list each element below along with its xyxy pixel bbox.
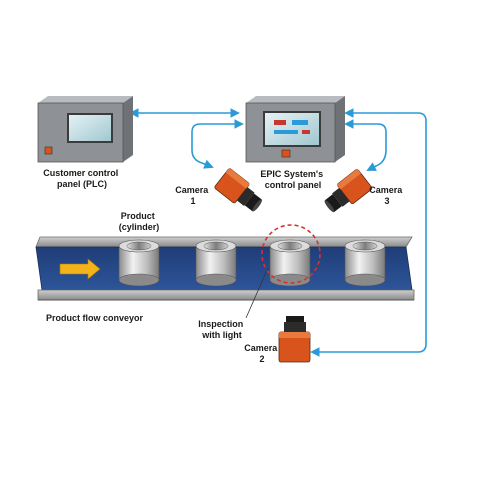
product-cylinder-3 <box>269 239 311 287</box>
epic-panel-label: EPIC System's control panel <box>260 169 325 190</box>
customer-panel-label: Customer control panel (PLC) <box>43 168 121 189</box>
inspection-label: Inspection with light <box>198 319 246 340</box>
connection-lines <box>129 108 427 357</box>
epic-screen <box>263 111 321 147</box>
epic-stop-button <box>281 149 291 158</box>
connection-epic-camera1 <box>191 119 244 169</box>
camera-1 <box>214 167 263 212</box>
camera-3-label: Camera 3 <box>369 185 405 206</box>
conveyor-label: Product flow conveyor <box>46 313 144 323</box>
product-cylinder-4 <box>344 239 386 287</box>
plc-screen <box>67 113 113 143</box>
inspection-pointer-line <box>245 267 269 319</box>
customer-control-panel <box>37 96 133 163</box>
camera-2-label: Camera 2 <box>244 343 280 364</box>
product-cylinder-2 <box>195 239 237 287</box>
inspection-highlight-circle <box>261 224 321 284</box>
connection-epic-camera3 <box>344 119 387 171</box>
camera-3 <box>324 168 373 213</box>
product-cylinder-1 <box>118 239 160 287</box>
connection-epic-camera2 <box>310 108 427 357</box>
camera-1-label: Camera 1 <box>175 185 211 206</box>
camera-2 <box>278 316 311 363</box>
product-label: Product (cylinder) <box>119 211 160 232</box>
flow-direction-arrow <box>59 258 101 280</box>
plc-stop-button <box>44 146 53 155</box>
epic-control-panel <box>245 96 345 163</box>
conveyor-front-rail <box>37 289 415 301</box>
